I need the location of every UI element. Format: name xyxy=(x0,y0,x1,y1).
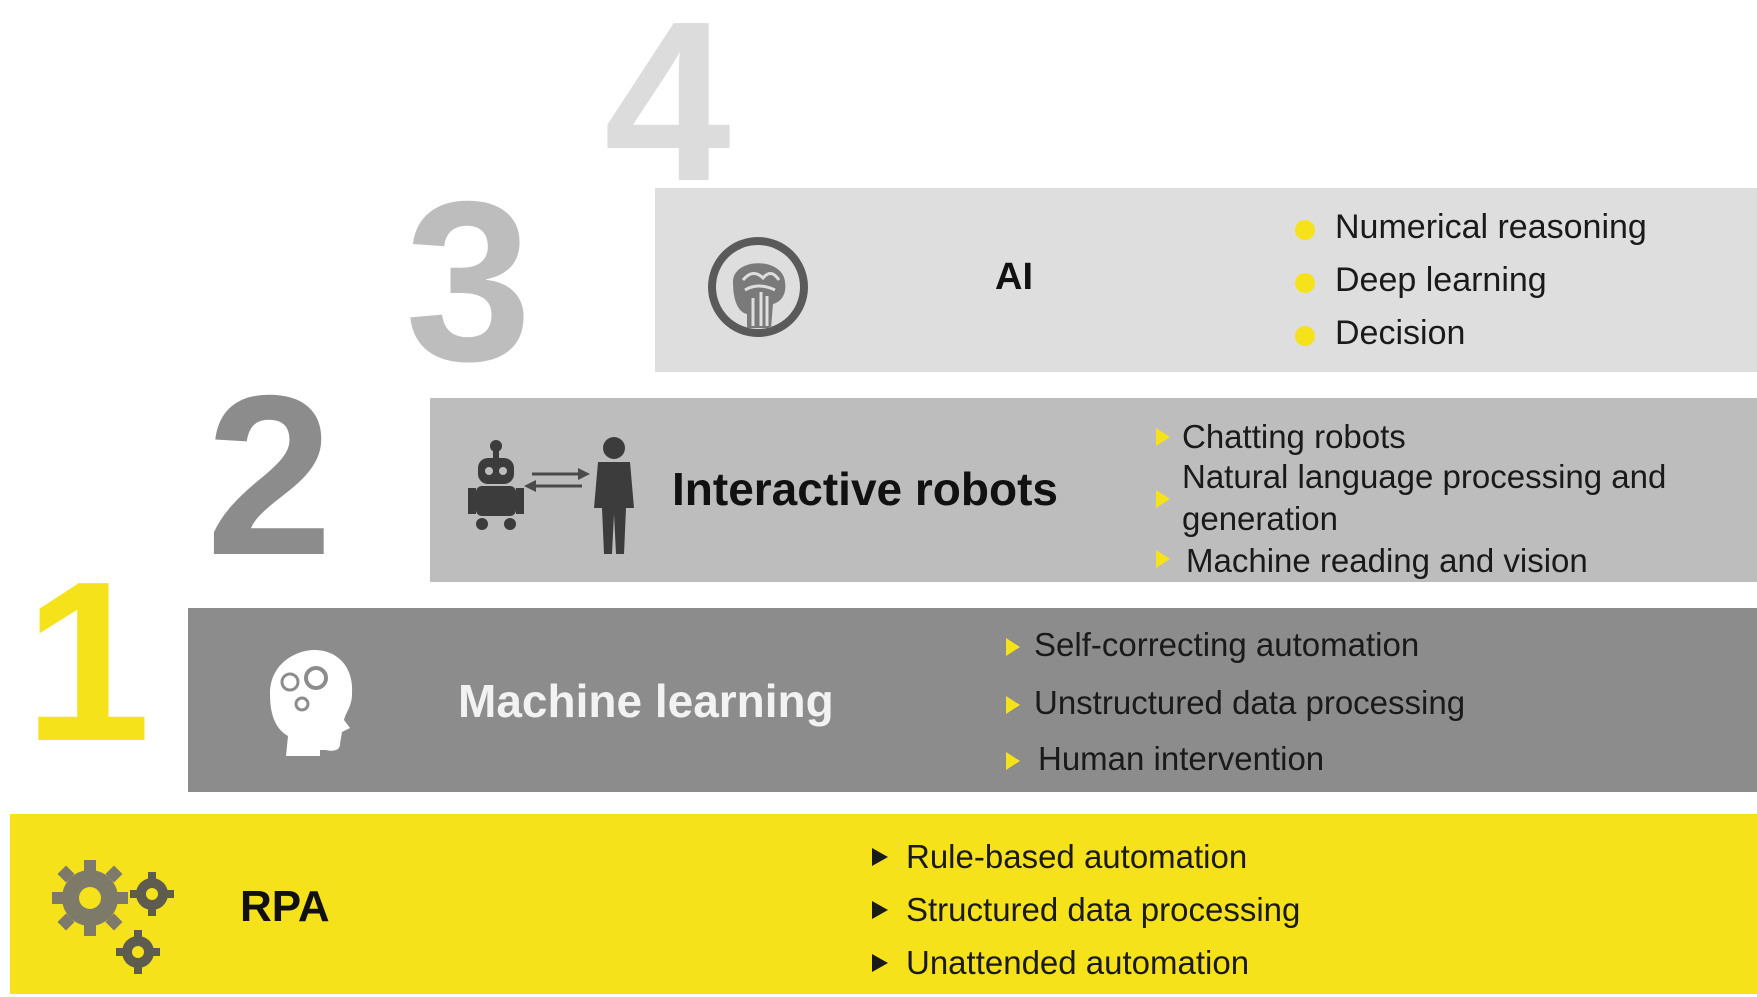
bullet-list-interactive-robots: Chatting robots Natural language process… xyxy=(1148,418,1716,580)
bullet-item: Rule-based automation xyxy=(872,838,1300,891)
bullet-item: Decision xyxy=(1291,314,1647,367)
step-band-machine-learning: Machine learning Self-correcting automat… xyxy=(188,608,1757,792)
bullet-item: Self-correcting automation xyxy=(1000,626,1465,684)
head-gears-icon xyxy=(270,650,353,756)
bullet-arrow-icon xyxy=(1156,550,1170,568)
bullet-arrow-icon xyxy=(1156,490,1170,508)
bullet-item: Natural language processing and generati… xyxy=(1148,456,1716,542)
step-number-1: 1 xyxy=(24,535,151,789)
bullet-dot-icon xyxy=(1295,326,1315,346)
bullet-dot-icon xyxy=(1295,220,1315,240)
bullet-arrow-icon xyxy=(1006,638,1020,656)
bullet-arrow-icon xyxy=(872,901,888,919)
step-number-4: 4 xyxy=(604,0,731,229)
bullet-list-machine-learning: Self-correcting automation Unstructured … xyxy=(1000,626,1465,796)
brain-head-icon xyxy=(708,237,808,337)
bullet-item: Human intervention xyxy=(1000,740,1465,796)
bullet-list-ai: Numerical reasoning Deep learning Decisi… xyxy=(1291,208,1647,367)
step-title-interactive-robots: Interactive robots xyxy=(672,463,1058,515)
bullet-arrow-icon xyxy=(872,954,888,972)
step-title-ai: AI xyxy=(995,256,1033,298)
bullet-arrow-icon xyxy=(1156,428,1170,446)
bullet-list-rpa: Rule-based automation Structured data pr… xyxy=(872,838,1300,997)
step-title-rpa: RPA xyxy=(240,882,330,931)
bullet-item: Numerical reasoning xyxy=(1291,208,1647,261)
step-title-machine-learning: Machine learning xyxy=(458,675,834,727)
bullet-dot-icon xyxy=(1295,273,1315,293)
bullet-arrow-icon xyxy=(872,848,888,866)
bullet-item: Structured data processing xyxy=(872,891,1300,944)
step-number-2: 2 xyxy=(206,349,333,603)
bullet-item: Machine reading and vision xyxy=(1148,542,1716,580)
bullet-item: Deep learning xyxy=(1291,261,1647,314)
robot-human-icon xyxy=(468,437,634,554)
gears-icon xyxy=(52,860,174,974)
bullet-item: Unstructured data processing xyxy=(1000,684,1465,740)
step-band-interactive-robots: Interactive robots Chatting robots Natur… xyxy=(430,398,1757,582)
bullet-item: Unattended automation xyxy=(872,944,1300,997)
bullet-arrow-icon xyxy=(1006,696,1020,714)
step-number-3: 3 xyxy=(405,155,532,409)
bullet-item: Chatting robots xyxy=(1148,418,1716,456)
step-band-rpa: RPA Rule-based automation Structured dat… xyxy=(10,814,1757,994)
bullet-arrow-icon xyxy=(1006,752,1020,770)
step-band-ai: AI Numerical reasoning Deep learning Dec… xyxy=(655,188,1757,372)
